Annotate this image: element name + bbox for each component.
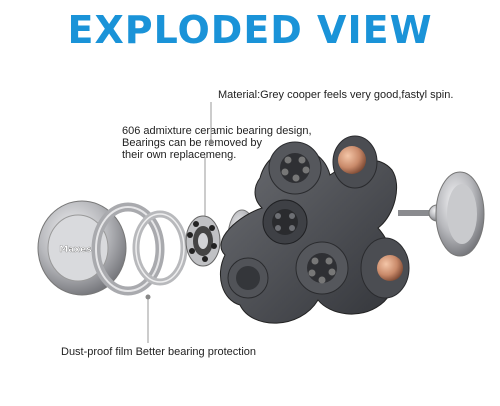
- cap-brand-label: Maxesla: [59, 245, 100, 255]
- spinner-body: [219, 135, 410, 324]
- bearing-callout-line3: their own replacemeng.: [122, 149, 237, 161]
- bearing-callout-line1: 606 admixture ceramic bearing design,: [122, 125, 312, 137]
- dust-callout: Dust-proof film Better bearing protectio…: [61, 346, 256, 358]
- material-callout-text: Material:Grey cooper feels very good,fas…: [218, 89, 454, 101]
- page-title: EXPLODED VIEW: [67, 8, 433, 52]
- bearing-callout: 606 admixture ceramic bearing design, Be…: [122, 125, 312, 161]
- material-callout: Material:Grey cooper feels very good,fas…: [218, 89, 453, 101]
- dust-proof-rings: [91, 202, 188, 296]
- ceramic-bearing: [185, 215, 221, 267]
- bearing-callout-line2: Bearings can be removed by: [122, 137, 263, 149]
- right-cap-and-pin: [398, 171, 485, 257]
- dust-callout-text: Dust-proof film Better bearing protectio…: [61, 346, 257, 358]
